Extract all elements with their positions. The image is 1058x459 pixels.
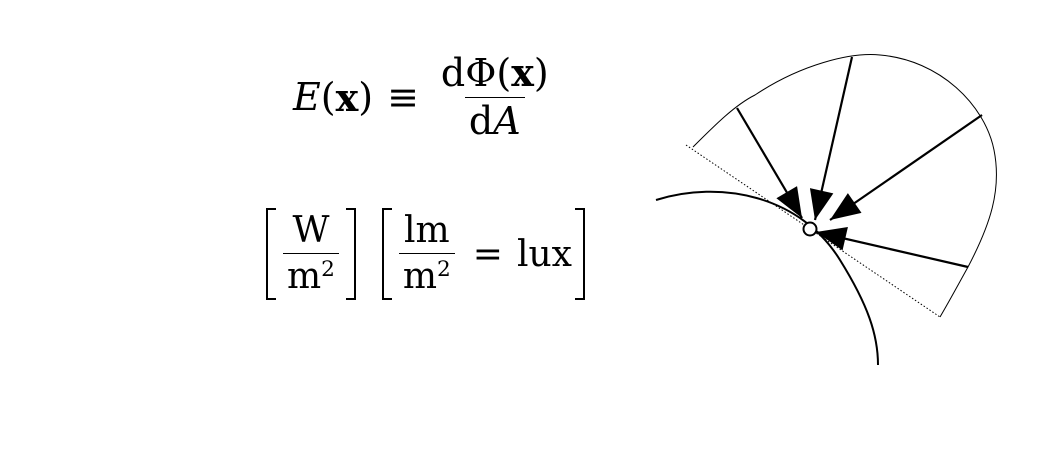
- incident-ray-1: [736, 107, 803, 219]
- flux-over-area-fraction: dΦ(x) dA: [437, 49, 553, 143]
- square-meter-unit: m2: [398, 253, 455, 296]
- denominator-differential: d: [468, 98, 494, 143]
- lhs-open-paren: (: [320, 75, 336, 119]
- incident-ray-2: [809, 56, 854, 221]
- equivalence-sign: ≡: [387, 75, 419, 119]
- lux-unit: lux: [516, 233, 572, 275]
- incident-ray-3: [829, 114, 983, 221]
- hemisphere-outline: [692, 54, 997, 318]
- right-bracket: [345, 208, 356, 300]
- flux-symbol: Φ(: [465, 50, 512, 95]
- square-meter-unit: m2: [283, 253, 339, 296]
- area-symbol: A: [493, 98, 521, 143]
- lhs-close-paren: ): [358, 75, 374, 119]
- fraction-denominator: dA: [464, 96, 525, 143]
- right-bracket: [574, 208, 585, 300]
- numerator-close-paren: ): [533, 50, 549, 95]
- irradiance-definition: E(x) ≡ dΦ(x) dA: [293, 52, 557, 142]
- surface-curve: [655, 190, 879, 366]
- lhs-position-vector: x: [335, 74, 359, 120]
- incident-ray-4: [815, 227, 969, 269]
- fraction-numerator: dΦ(x): [437, 49, 553, 97]
- photometric-unit: lm m2: [398, 210, 455, 296]
- lumen-unit: lm: [404, 210, 450, 252]
- radiometric-unit: W m2: [283, 212, 339, 296]
- watt-unit: W: [292, 210, 330, 252]
- left-bracket: [266, 208, 276, 300]
- numerator-position-vector: x: [511, 49, 534, 95]
- surface-point-marker: [802, 221, 818, 237]
- left-bracket: [381, 208, 392, 300]
- equals-sign: =: [472, 233, 503, 275]
- tangent-line: [685, 144, 941, 318]
- numerator-differential: d: [440, 50, 466, 95]
- irradiance-units: W m2 lm m2 = lux: [266, 204, 585, 304]
- irradiance-symbol: E: [293, 75, 321, 119]
